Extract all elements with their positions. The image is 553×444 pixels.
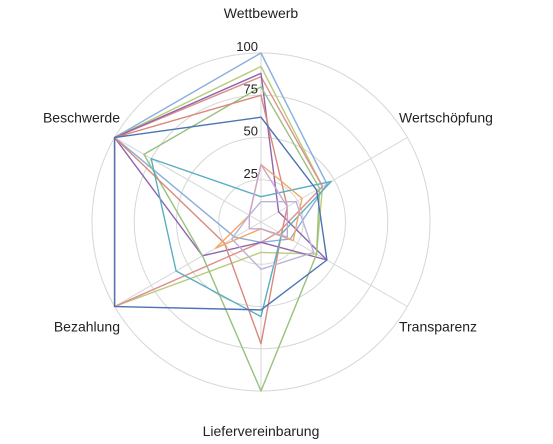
series-line-7 (150, 157, 332, 318)
tick-label: 25 (244, 166, 258, 181)
radial-tick-labels: 25 50 75 100 (236, 39, 258, 181)
radar-series (113, 52, 332, 392)
axis-label-4: Liefervereinbarung (203, 423, 320, 439)
axis-label-2: Wertschöpfung (399, 110, 493, 126)
series-line-11 (230, 200, 315, 270)
tick-label: 100 (236, 39, 258, 54)
axis-label-6: Beschwerde (43, 110, 120, 126)
series-line-5 (143, 86, 321, 392)
axis-label-5: Bezahlung (54, 319, 120, 335)
axis-labels: WettbewerbWertschöpfungTransparenzLiefer… (43, 5, 493, 439)
axis-label-3: Transparenz (399, 319, 477, 335)
axis-label-1: Wettbewerb (224, 5, 299, 21)
axis-spoke-6 (114, 137, 262, 223)
axis-spoke-2 (260, 137, 408, 223)
series-line-8 (113, 116, 328, 311)
axis-spoke-5 (114, 221, 262, 307)
tick-label: 75 (244, 81, 258, 96)
tick-label: 50 (244, 124, 258, 139)
